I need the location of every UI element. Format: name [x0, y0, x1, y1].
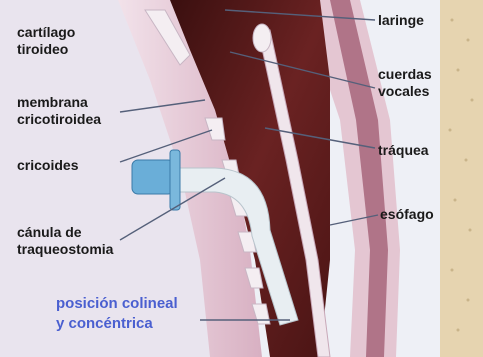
cannula-flange-plate [170, 150, 180, 210]
label-cricoides: cricoides [17, 157, 78, 174]
label-membrana-cricotiroidea: membrana cricotiroidea [17, 94, 101, 128]
cannula-flange [132, 160, 174, 194]
epiglottis [253, 24, 271, 52]
label-cartilago-tiroideo: cartílago tiroideo [17, 24, 75, 58]
label-esofago: esófago [380, 206, 434, 223]
label-laringe: laringe [378, 12, 424, 29]
spine [440, 0, 483, 357]
label-traquea: tráquea [378, 142, 429, 159]
label-posicion: posición colineal y concéntrica [56, 294, 178, 334]
label-cuerdas-vocales: cuerdas vocales [378, 66, 432, 100]
label-canula: cánula de traqueostomia [17, 224, 113, 258]
